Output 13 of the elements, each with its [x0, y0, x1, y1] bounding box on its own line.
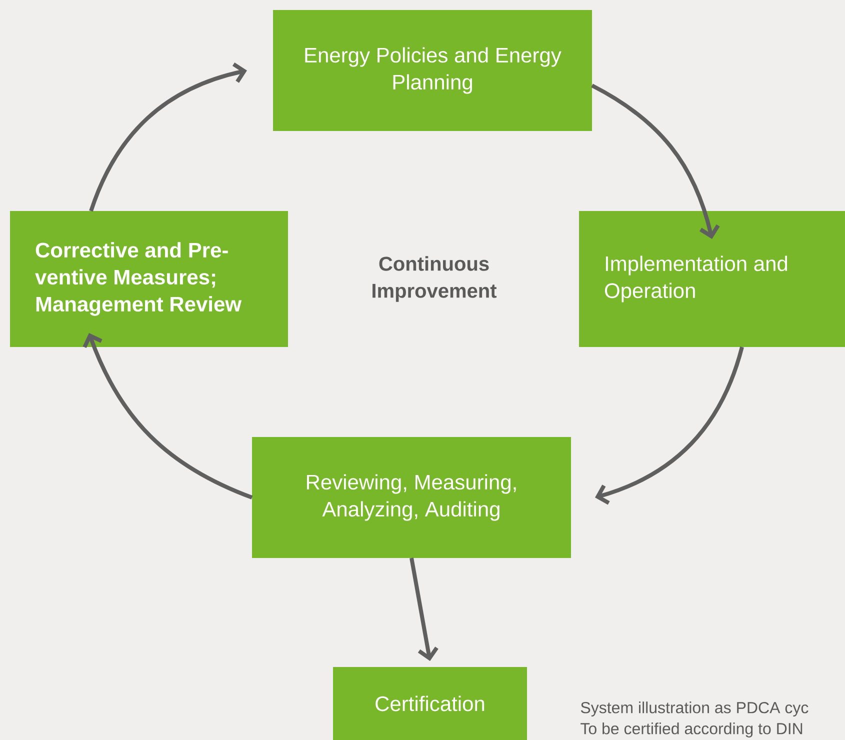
process-box: Implementation and Operation — [579, 211, 845, 347]
center-label: Continuous Improvement — [372, 256, 497, 302]
process-box: Energy Policies and Energy Planning — [273, 10, 592, 131]
arrow — [89, 62, 247, 212]
note-text: System illustration as PDCA cyc — [580, 702, 808, 716]
note-text: To be certified according to DIN — [580, 722, 802, 738]
arrow — [591, 84, 720, 239]
arrow — [410, 558, 438, 661]
process-box: Reviewing, Measuring, Analyzing, Auditing — [252, 437, 571, 558]
process-box: Corrective and Pre- ventive Measures; Management Review — [10, 211, 288, 347]
arrow — [82, 333, 253, 500]
process-box: Certification — [333, 667, 527, 740]
arrow — [595, 346, 744, 505]
